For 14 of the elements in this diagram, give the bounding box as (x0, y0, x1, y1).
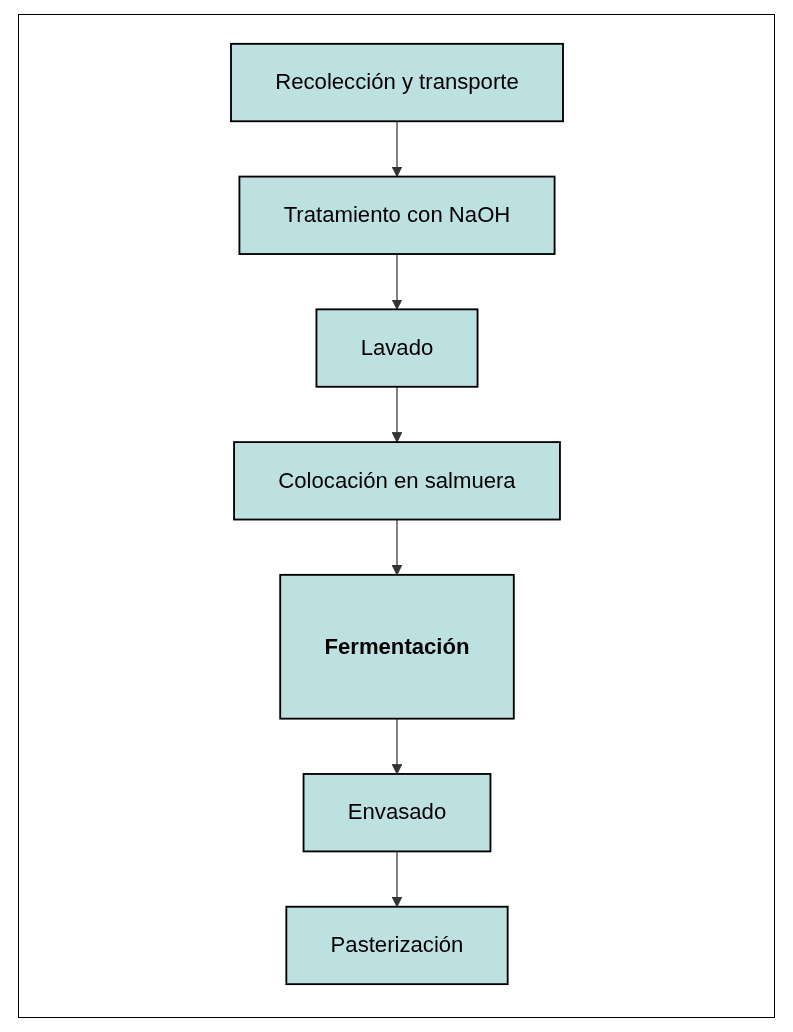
arrow (391, 850, 402, 908)
page-frame: Recolección y transporte Tratamiento con NaOH Lavado Colocación en salmuera Fermentación Envasado Pasterización (18, 14, 775, 1018)
arrow (391, 253, 402, 310)
node-box (238, 175, 555, 255)
node-box (302, 773, 491, 853)
node-box (284, 905, 509, 986)
node-box (278, 573, 515, 720)
node-box (229, 42, 564, 123)
arrow (391, 386, 402, 443)
arrow (391, 718, 402, 775)
arrow (391, 518, 402, 576)
node-box (315, 308, 478, 388)
arrow (391, 120, 402, 178)
node-box (232, 441, 561, 521)
